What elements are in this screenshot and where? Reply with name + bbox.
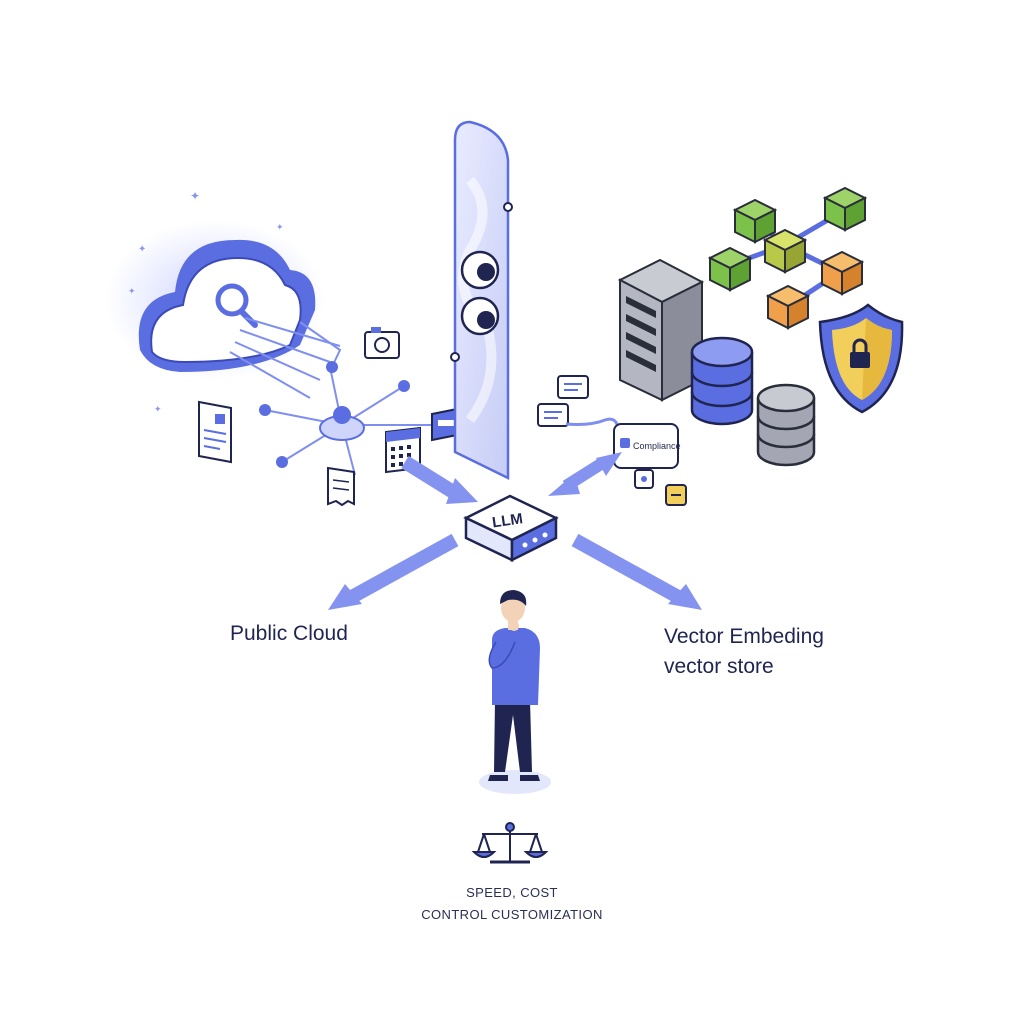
public-cloud-label: Public Cloud (230, 622, 348, 645)
chat-bubble-icon (537, 403, 569, 427)
vector-store-label: Vector Embeding vector store (664, 622, 824, 682)
document-icon (198, 400, 232, 464)
svg-text:✦: ✦ (276, 222, 284, 232)
network-node (398, 380, 410, 392)
network-node (326, 361, 338, 373)
server-rack-icon (617, 258, 705, 402)
database-icon (690, 336, 754, 426)
chat-bubble-icon (557, 375, 589, 399)
small-tile-icon (634, 469, 687, 506)
cube-network-icon (707, 186, 868, 330)
receipt-icon (327, 466, 355, 507)
arrow-to-public-cloud (328, 533, 459, 610)
arrow-into-llm-left (401, 456, 478, 504)
tradeoff-caption: SPEED, COST CONTROL CUSTOMIZATION (0, 882, 1024, 926)
panel-toggle-bottom (460, 296, 500, 336)
compliance-tag-label: Compliance (633, 441, 681, 451)
svg-text:✦: ✦ (154, 404, 162, 414)
arrow-bidirectional-right (548, 452, 622, 496)
svg-text:✦: ✦ (128, 286, 136, 296)
database-icon (756, 383, 816, 467)
balance-scale-icon (471, 822, 549, 864)
svg-text:✦: ✦ (190, 189, 200, 203)
camera-icon (364, 327, 400, 359)
person-thinking-icon (479, 590, 551, 794)
panel-toggle-top (460, 250, 500, 290)
network-node (259, 404, 271, 416)
tradeoff-caption-line2: CONTROL CUSTOMIZATION (421, 907, 603, 922)
tradeoff-caption-line1: SPEED, COST (466, 885, 558, 900)
vector-store-label-line1: Vector Embeding (664, 625, 824, 648)
arrow-to-vector-store (571, 533, 702, 610)
llm-box: LLM (463, 494, 559, 563)
svg-text:✦: ✦ (138, 244, 146, 255)
cloud-search-icon: ✦ ✦ ✦ ✦ ✦ (105, 189, 325, 414)
llm-label: LLM (491, 510, 524, 531)
shield-lock-icon (818, 303, 904, 414)
network-hub-node (319, 406, 365, 441)
vector-store-label-line2: vector store (664, 655, 774, 678)
compliance-tag: Compliance (613, 423, 681, 469)
network-node (276, 456, 288, 468)
